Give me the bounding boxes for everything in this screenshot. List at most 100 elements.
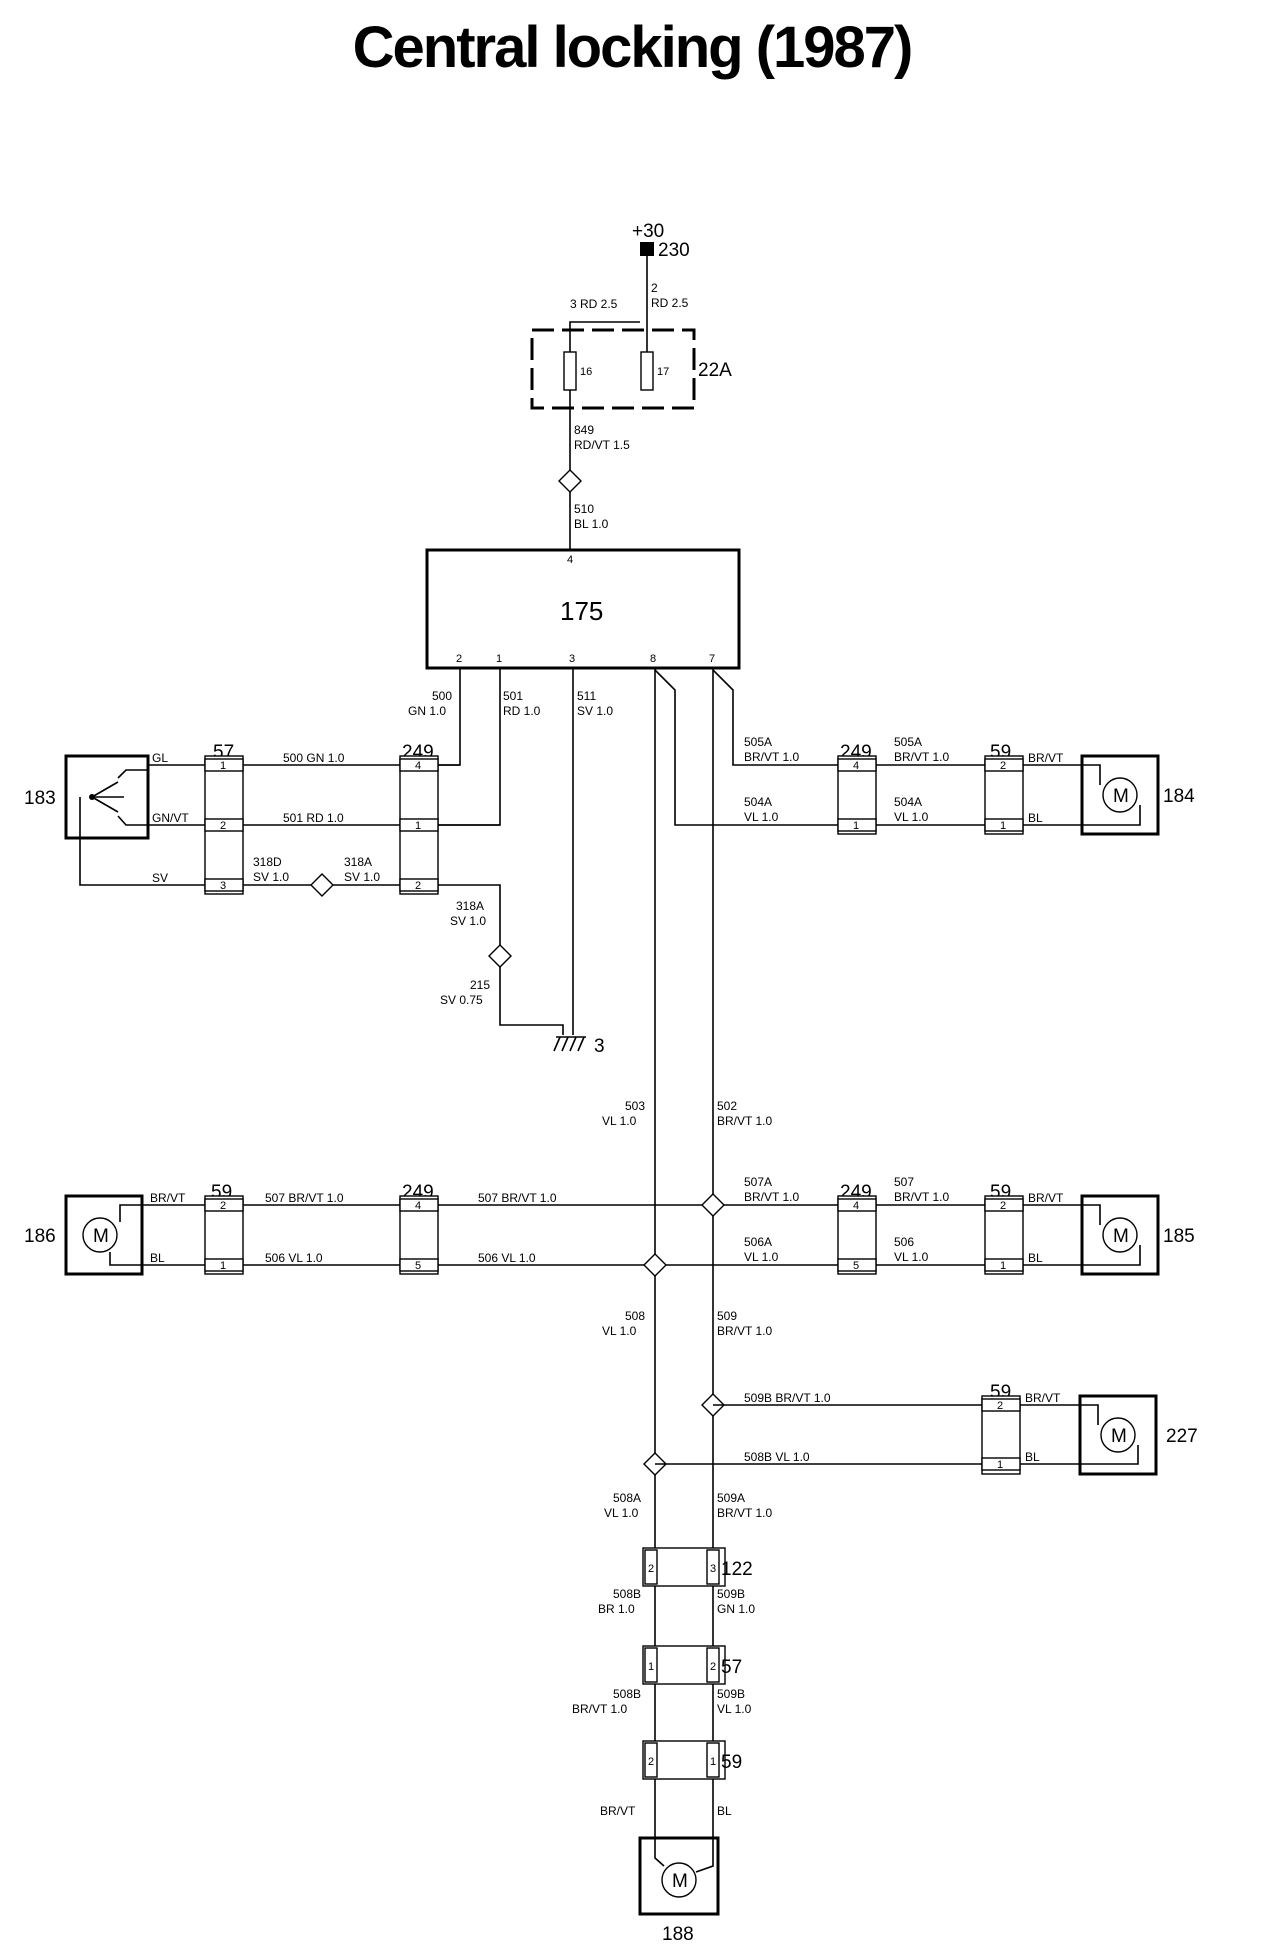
motor-symbol: M — [1113, 786, 1129, 807]
diagram-title: Central locking (1987) — [352, 15, 914, 80]
wire-label: VL 1.0 — [894, 1250, 929, 1264]
pin-label: 4 — [567, 554, 573, 566]
wire-label: RD 2.5 — [651, 296, 689, 310]
wire-label: 503 — [625, 1099, 645, 1113]
splice-diamond — [310, 873, 334, 897]
wire-label: RD 1.0 — [503, 704, 541, 718]
fuse-label: 17 — [657, 366, 669, 378]
connector-label: 57 — [721, 1657, 742, 1678]
pin-label: 2 — [710, 1661, 716, 1673]
wire-color-label: BL — [1028, 811, 1043, 825]
component-label: 186 — [24, 1226, 56, 1247]
wire-label: SV 1.0 — [450, 914, 486, 928]
pin-label: 1 — [648, 1661, 654, 1673]
wire-label: 509B — [717, 1587, 745, 1601]
pin-label: 4 — [853, 760, 859, 772]
wire-label: 508B — [613, 1687, 641, 1701]
wire-label: SV 0.75 — [440, 993, 483, 1007]
wire-label: 507 BR/VT 1.0 — [478, 1191, 557, 1205]
pin-label: 1 — [710, 1756, 716, 1768]
pin-label: 4 — [853, 1200, 859, 1212]
control-unit-175 — [425, 548, 741, 670]
splice-diamond — [643, 1253, 667, 1277]
pin-label: 5 — [853, 1260, 859, 1272]
wire-color-label: BL — [1025, 1450, 1040, 1464]
wire-label: BR/VT 1.0 — [572, 1702, 627, 1716]
wire-label: 506 VL 1.0 — [478, 1251, 536, 1265]
wire-label: 510 — [574, 502, 594, 516]
pin-label: 1 — [220, 1260, 226, 1272]
splice-diamond — [701, 1193, 725, 1217]
ground-label: 3 — [594, 1036, 605, 1057]
pin-label: 1 — [853, 820, 859, 832]
pin-label: 2 — [456, 653, 462, 665]
pin-label: 1 — [1000, 820, 1006, 832]
pin-label: 3 — [710, 1563, 716, 1575]
wire-label: 508A — [613, 1491, 641, 1505]
wire-label: BR/VT 1.0 — [744, 750, 799, 764]
wire-label: 318D — [253, 855, 282, 869]
pin-label: 1 — [1000, 1260, 1006, 1272]
wire-label: 501 RD 1.0 — [283, 811, 344, 825]
splice-diamond — [558, 469, 582, 493]
wire-color-label: GL — [152, 751, 168, 765]
wire-label: VL 1.0 — [744, 810, 779, 824]
supply-node-label: 230 — [658, 240, 690, 261]
wire-label: 2 — [651, 281, 658, 295]
wire-label: 509A — [717, 1491, 745, 1505]
pin-label: 1 — [415, 820, 421, 832]
component-label: 184 — [1163, 786, 1195, 807]
motor-symbol: M — [1113, 1226, 1129, 1247]
wire-label: BR/VT 1.0 — [744, 1190, 799, 1204]
splice-diamond — [488, 944, 512, 968]
wire-label: 508 — [625, 1309, 645, 1323]
wire-label: VL 1.0 — [744, 1250, 779, 1264]
pin-label: 2 — [997, 1400, 1003, 1412]
motor-symbol: M — [93, 1226, 109, 1247]
wire-label: 504A — [744, 795, 772, 809]
wire-label: 500 GN 1.0 — [283, 751, 345, 765]
wire-label: BL 1.0 — [574, 517, 609, 531]
wire-label: 506 VL 1.0 — [265, 1251, 323, 1265]
motor-symbol: M — [672, 1871, 688, 1892]
wire-label: GN 1.0 — [408, 704, 446, 718]
wire-label: BR/VT 1.0 — [717, 1114, 772, 1128]
pin-label: 4 — [415, 1200, 421, 1212]
pin-label: 1 — [997, 1459, 1003, 1471]
pin-label: 2 — [220, 820, 226, 832]
wire-label: BR/VT 1.0 — [894, 1190, 949, 1204]
wire-label: VL 1.0 — [604, 1506, 639, 1520]
pin-label: 2 — [648, 1563, 654, 1575]
wire-label: 509B BR/VT 1.0 — [744, 1391, 831, 1405]
wire-label: 511 — [577, 689, 596, 703]
pin-label: 2 — [1000, 1200, 1006, 1212]
wire-label: BR/VT 1.0 — [717, 1506, 772, 1520]
wire-label: 504A — [894, 795, 922, 809]
pin-label: 1 — [220, 760, 226, 772]
pin-label: 4 — [415, 760, 421, 772]
wire-label: BR/VT 1.0 — [717, 1324, 772, 1338]
wire-color-label: BL — [1028, 1251, 1043, 1265]
wire-label: SV 1.0 — [344, 870, 380, 884]
pin-label: 7 — [709, 653, 715, 665]
pin-label: 1 — [496, 653, 502, 665]
pin-label: 2 — [1000, 760, 1006, 772]
wire-label: 505A — [744, 735, 772, 749]
supply-node — [640, 242, 654, 256]
pin-label: 5 — [415, 1260, 421, 1272]
wire-label: 508B — [613, 1587, 641, 1601]
pin-label: 2 — [220, 1200, 226, 1212]
supply-terminal-label: +30 — [632, 221, 664, 242]
wire-color-label: BR/VT — [150, 1191, 186, 1205]
wire-color-label: BL — [717, 1804, 732, 1818]
component-label: 188 — [662, 1924, 694, 1945]
pin-label: 3 — [569, 653, 575, 665]
wire-label: BR/VT 1.0 — [894, 750, 949, 764]
component-label: 183 — [24, 788, 56, 809]
wire-label: 3 RD 2.5 — [570, 297, 618, 311]
wire-color-label: BR/VT — [1028, 1191, 1064, 1205]
pin-label: 2 — [648, 1756, 654, 1768]
control-unit-label: 175 — [560, 596, 603, 626]
wire-label: 501 — [503, 689, 523, 703]
wire-label: 506A — [744, 1235, 772, 1249]
